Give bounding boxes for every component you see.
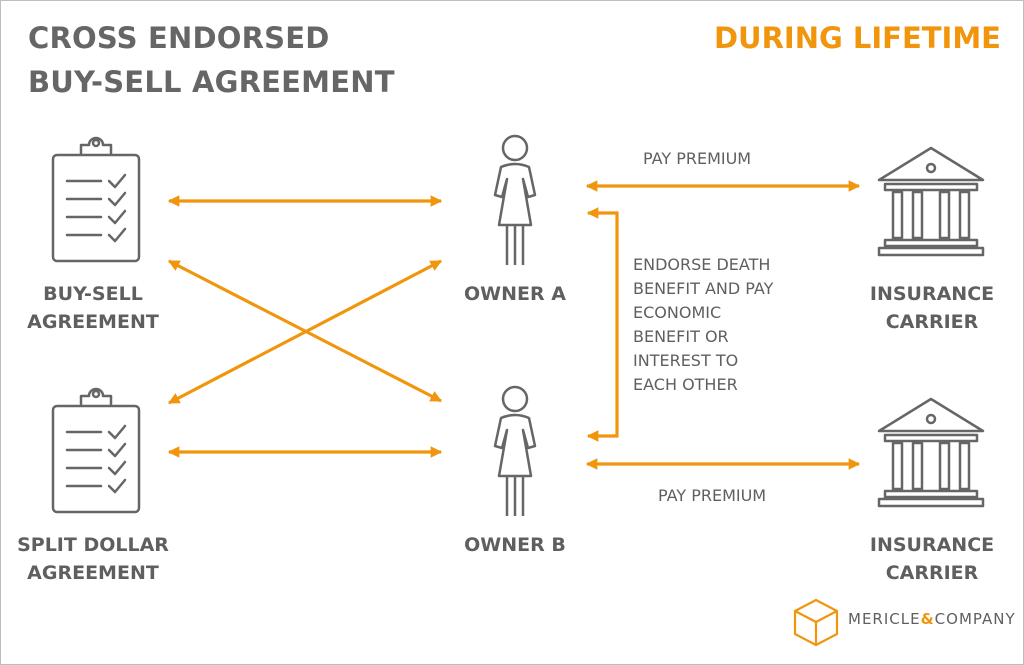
endorse-death-benefit-label: ENDORSE DEATH BENEFIT AND PAY ECONOMIC B… — [633, 255, 774, 394]
person-icon — [493, 134, 537, 267]
bank-building-icon — [877, 397, 985, 508]
subtitle: DURING LIFETIME — [713, 21, 1001, 55]
bank-building-icon — [877, 146, 985, 257]
title-line-1: CROSS ENDORSED — [28, 21, 330, 55]
company-logo-text: MERICLE&COMPANY — [848, 610, 1016, 628]
arrow-splitdollar-owner-a — [167, 259, 443, 405]
owner-b-label: OWNER B — [464, 534, 566, 556]
pay-premium-top-label: PAY PREMIUM — [643, 149, 752, 168]
cube-icon — [793, 598, 839, 647]
clipboard-checklist-icon — [51, 387, 141, 514]
arrow-endorse-bracket — [586, 207, 619, 442]
title-line-2: BUY-SELL AGREEMENT — [28, 65, 395, 99]
person-icon — [493, 385, 537, 518]
owner-a-label: OWNER A — [464, 283, 566, 305]
pay-premium-bottom-label: PAY PREMIUM — [658, 486, 767, 505]
clipboard-checklist-icon — [51, 136, 141, 263]
